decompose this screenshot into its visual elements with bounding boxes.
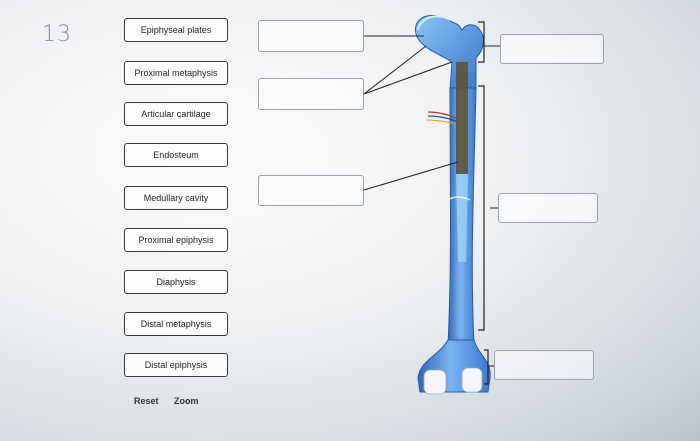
- drop-zone-3[interactable]: [258, 175, 364, 206]
- leader-line-2b: [363, 61, 453, 95]
- term-distal-epiphysis[interactable]: Distal epiphysis: [124, 353, 228, 377]
- term-epiphyseal-plates[interactable]: Epiphyseal plates: [124, 18, 228, 42]
- epiphyseal-line-proximal: [446, 196, 471, 201]
- term-endosteum[interactable]: Endosteum: [124, 143, 228, 167]
- distal-condyle-left: [423, 369, 447, 395]
- articular-cartilage-head: [417, 15, 451, 31]
- question-number: 13: [42, 22, 72, 47]
- drop-zone-5[interactable]: [498, 193, 598, 223]
- drop-zone-1[interactable]: [258, 20, 364, 52]
- nerve-line: [425, 119, 457, 125]
- bracket-diaphysis: [478, 85, 485, 331]
- bone-proximal-end: [414, 14, 484, 91]
- zoom-button[interactable]: Zoom: [174, 396, 199, 406]
- term-proximal-epiphysis[interactable]: Proximal epiphysis: [124, 228, 228, 252]
- cavity-light-section: [456, 174, 468, 262]
- bracket-proximal: [478, 21, 485, 63]
- drop-zone-2[interactable]: [258, 78, 364, 110]
- drop-zone-4[interactable]: [500, 34, 604, 64]
- bracket-distal: [484, 349, 489, 385]
- term-articular-cartilage[interactable]: Articular cartilage: [124, 102, 228, 126]
- leader-line-2a: [363, 45, 427, 95]
- medullary-cavity-region: [456, 62, 468, 174]
- term-medullary-cavity[interactable]: Medullary cavity: [124, 186, 228, 210]
- drop-zone-6[interactable]: [494, 350, 594, 380]
- nutrient-vein: [427, 115, 457, 122]
- reset-button[interactable]: Reset: [134, 396, 159, 406]
- term-diaphysis[interactable]: Diaphysis: [124, 270, 228, 294]
- nutrient-vessels: [427, 111, 457, 119]
- leader-line-3: [363, 161, 459, 191]
- term-proximal-metaphysis[interactable]: Proximal metaphysis: [124, 61, 228, 85]
- distal-condyle-right: [461, 367, 483, 393]
- term-distal-metaphysis[interactable]: Distal metaphysis: [124, 312, 228, 336]
